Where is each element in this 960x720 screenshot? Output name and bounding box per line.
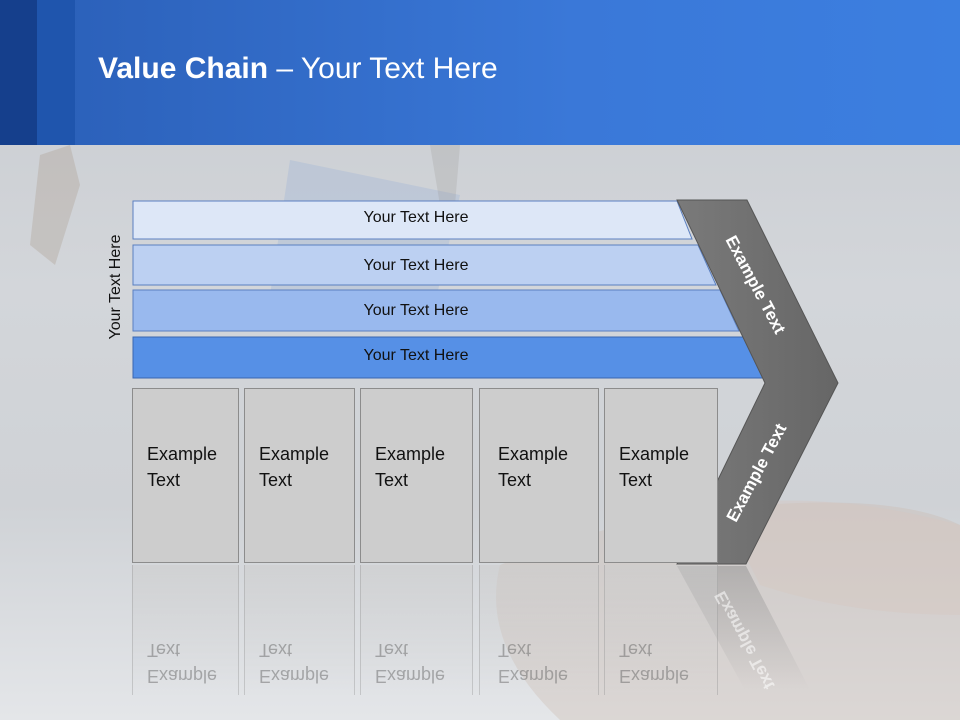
bar-1-label: Your Text Here xyxy=(363,209,469,226)
bar-3-label: Your Text Here xyxy=(363,302,469,319)
header-accent xyxy=(37,0,75,145)
chevron-shape xyxy=(676,199,839,565)
bar-2-label: Your Text Here xyxy=(363,257,469,274)
bar-2-shape xyxy=(132,244,717,286)
bar-4-label: Your Text Here xyxy=(363,347,469,364)
title-rest: – Your Text Here xyxy=(268,52,498,85)
header-bar: Value Chain – Your Text Here xyxy=(0,0,960,145)
bar-1-shape xyxy=(132,200,693,240)
header-accent-dark xyxy=(0,0,37,145)
title-bold: Value Chain xyxy=(98,52,269,85)
slide-title: Value Chain – Your Text Here xyxy=(98,52,498,86)
bar-3-shape xyxy=(132,289,740,332)
